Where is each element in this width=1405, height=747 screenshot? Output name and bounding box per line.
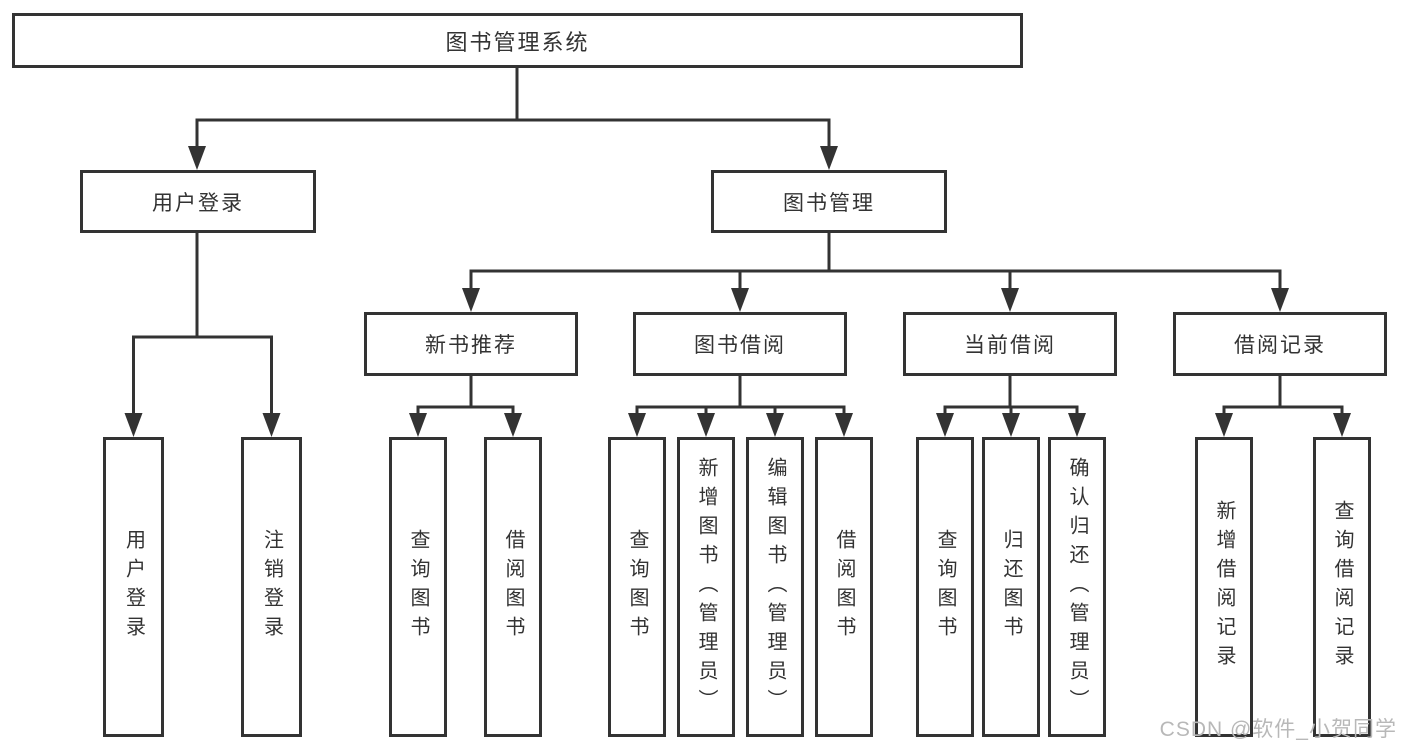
leaf-current-return: 归还图书	[982, 437, 1040, 737]
leaf-record-query-label: 查询借阅记录	[1331, 500, 1353, 674]
leaf-logout: 注销登录	[241, 437, 302, 737]
leaf-borrow-query-label: 查询图书	[626, 529, 648, 645]
arrowhead-icon	[820, 146, 838, 170]
arrowhead-icon	[731, 288, 749, 312]
leaf-borrow-borrow: 借阅图书	[815, 437, 873, 737]
leaf-user-login: 用户登录	[103, 437, 164, 737]
leaf-newbook-query-label: 查询图书	[407, 529, 429, 645]
arrowhead-icon	[504, 413, 522, 437]
node-book-borrow: 图书借阅	[633, 312, 847, 376]
node-book-management: 图书管理	[711, 170, 947, 233]
leaf-record-add-label: 新增借阅记录	[1213, 500, 1235, 674]
arrowhead-icon	[1333, 413, 1351, 437]
arrowhead-icon	[409, 413, 427, 437]
node-current-borrow-label: 当前借阅	[964, 334, 1056, 357]
node-user-login: 用户登录	[80, 170, 316, 233]
leaf-record-query: 查询借阅记录	[1313, 437, 1371, 737]
arrowhead-icon	[262, 413, 281, 437]
leaf-user-login-label: 用户登录	[122, 529, 145, 645]
arrowhead-icon	[1068, 413, 1086, 437]
leaf-newbook-query: 查询图书	[389, 437, 447, 737]
leaf-borrow-add-label: 新增图书（管理员）	[695, 456, 717, 718]
node-borrow-record-label: 借阅记录	[1234, 334, 1326, 357]
leaf-borrow-query: 查询图书	[608, 437, 666, 737]
watermark: CSDN @软件_小贺同学	[1159, 718, 1397, 741]
root-node: 图书管理系统	[12, 13, 1023, 68]
root-label: 图书管理系统	[445, 29, 590, 55]
leaf-borrow-edit-label: 编辑图书（管理员）	[764, 456, 786, 718]
node-borrow-record: 借阅记录	[1173, 312, 1387, 376]
leaf-newbook-borrow-label: 借阅图书	[502, 529, 524, 645]
node-user-login-label: 用户登录	[152, 191, 244, 215]
arrowhead-icon	[188, 146, 206, 170]
leaf-logout-label: 注销登录	[260, 529, 283, 645]
arrowhead-icon	[628, 413, 646, 437]
arrowhead-icon	[697, 413, 715, 437]
leaf-current-query-label: 查询图书	[934, 529, 956, 645]
arrowhead-icon	[766, 413, 784, 437]
leaf-borrow-borrow-label: 借阅图书	[833, 529, 855, 645]
node-book-borrow-label: 图书借阅	[694, 334, 786, 357]
leaf-borrow-add: 新增图书（管理员）	[677, 437, 735, 737]
leaf-current-confirm: 确认归还（管理员）	[1048, 437, 1106, 737]
leaf-current-confirm-label: 确认归还（管理员）	[1066, 456, 1088, 718]
node-book-management-label: 图书管理	[783, 191, 875, 215]
arrowhead-icon	[1215, 413, 1233, 437]
leaf-newbook-borrow: 借阅图书	[484, 437, 542, 737]
node-new-book-recommend: 新书推荐	[364, 312, 578, 376]
leaf-record-add: 新增借阅记录	[1195, 437, 1253, 737]
leaf-current-return-label: 归还图书	[1000, 529, 1022, 645]
arrowhead-icon	[936, 413, 954, 437]
arrowhead-icon	[1002, 413, 1020, 437]
node-new-book-recommend-label: 新书推荐	[425, 334, 517, 357]
arrowhead-icon	[124, 413, 143, 437]
leaf-current-query: 查询图书	[916, 437, 974, 737]
node-current-borrow: 当前借阅	[903, 312, 1117, 376]
arrowhead-icon	[462, 288, 480, 312]
arrowhead-icon	[1001, 288, 1019, 312]
arrowhead-icon	[1271, 288, 1289, 312]
leaf-borrow-edit: 编辑图书（管理员）	[746, 437, 804, 737]
arrowhead-icon	[835, 413, 853, 437]
